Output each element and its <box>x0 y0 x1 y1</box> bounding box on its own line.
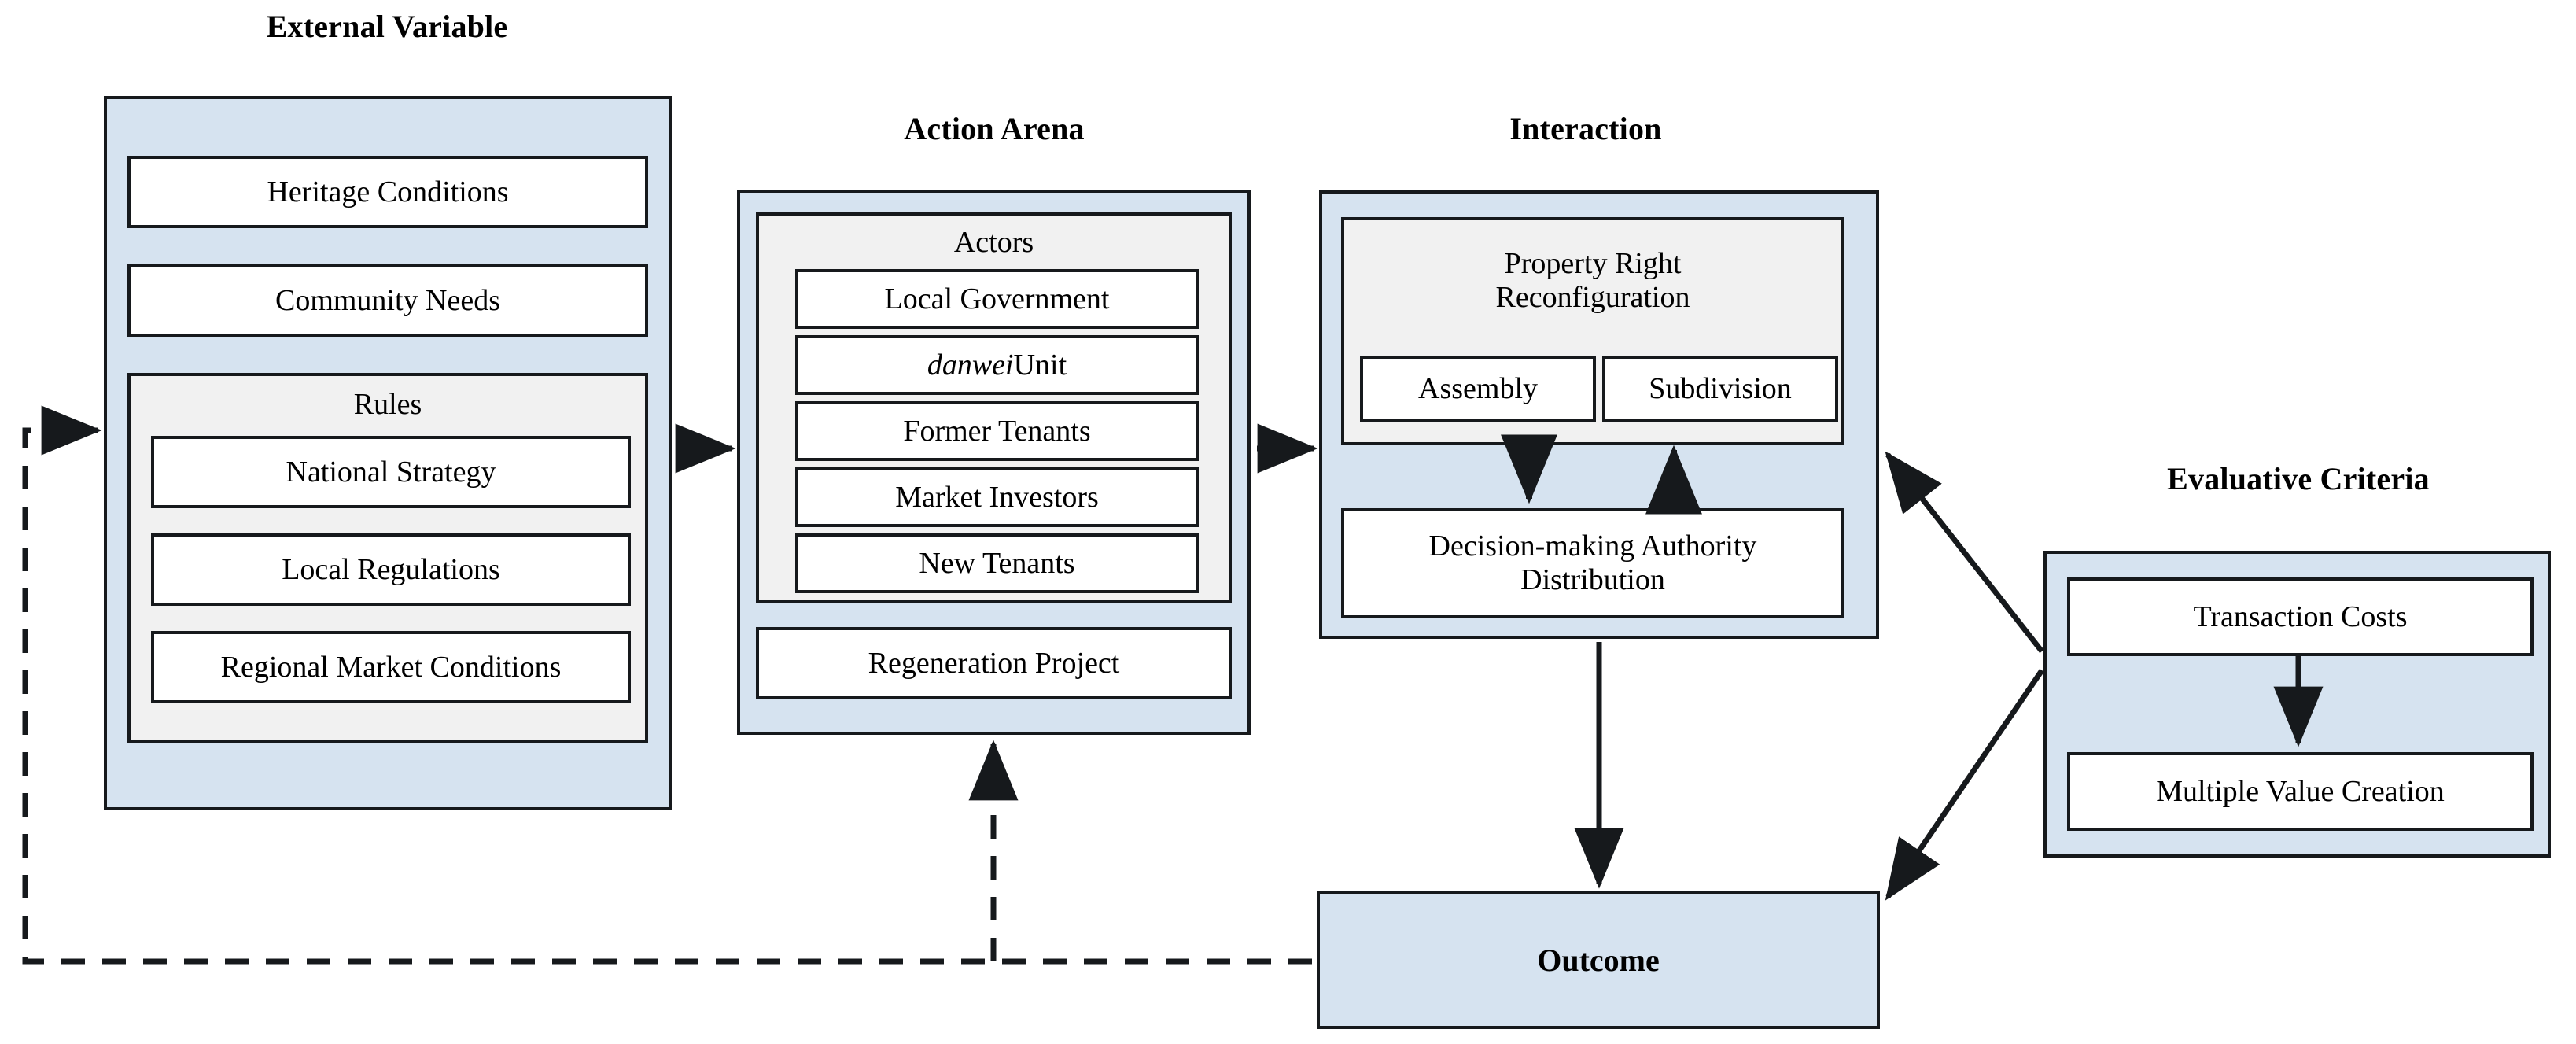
box-heritage-conditions[interactable]: Heritage Conditions <box>127 156 648 228</box>
box-multiple-value-creation[interactable]: Multiple Value Creation <box>2067 752 2534 831</box>
caption-evaluative-criteria: Evaluative Criteria <box>2167 461 2430 496</box>
label-property-right-reconfiguration: Property Right Reconfiguration <box>1344 238 1841 324</box>
label-rules: Rules <box>353 388 422 421</box>
property-right-line2: Reconfiguration <box>1495 281 1690 314</box>
box-transaction-costs[interactable]: Transaction Costs <box>2067 577 2534 656</box>
caption-external-variable: External Variable <box>266 9 508 44</box>
arrow-evaluative-criteria-to-outcome <box>1885 669 2044 901</box>
subpanel-rules[interactable]: Rules National Strategy Local Regulation… <box>127 373 648 743</box>
decision-authority-line1: Decision-making Authority <box>1428 529 1757 563</box>
box-national-strategy[interactable]: National Strategy <box>151 436 631 508</box>
caption-action-arena: Action Arena <box>904 111 1085 146</box>
box-outcome[interactable]: Outcome <box>1317 891 1880 1029</box>
box-assembly[interactable]: Assembly <box>1360 356 1596 422</box>
box-community-needs[interactable]: Community Needs <box>127 264 648 337</box>
panel-action-arena[interactable]: Actors Local Government danwei Unit Form… <box>737 190 1251 735</box>
box-local-regulations[interactable]: Local Regulations <box>151 533 631 606</box>
box-market-investors[interactable]: Market Investors <box>795 467 1199 527</box>
box-local-government[interactable]: Local Government <box>795 269 1199 329</box>
panel-evaluative-criteria[interactable]: Transaction Costs Multiple Value Creatio… <box>2043 551 2551 858</box>
property-right-line1: Property Right <box>1504 246 1682 280</box>
box-new-tenants[interactable]: New Tenants <box>795 533 1199 593</box>
panel-external-variable[interactable]: Heritage Conditions Community Needs Rule… <box>104 96 672 810</box>
subpanel-property-right-reconfiguration[interactable]: Property Right Reconfiguration Assembly … <box>1341 217 1844 445</box>
box-former-tenants[interactable]: Former Tenants <box>795 401 1199 461</box>
subpanel-actors[interactable]: Actors Local Government danwei Unit Form… <box>756 212 1232 603</box>
box-subdivision[interactable]: Subdivision <box>1602 356 1838 422</box>
box-decision-making-authority-distribution[interactable]: Decision-making Authority Distribution <box>1341 508 1844 618</box>
box-regional-market-conditions[interactable]: Regional Market Conditions <box>151 631 631 703</box>
box-regeneration-project[interactable]: Regeneration Project <box>756 627 1232 699</box>
box-danwei-unit[interactable]: danwei Unit <box>795 335 1199 395</box>
caption-interaction: Interaction <box>1509 111 1662 146</box>
danwei-roman-text: Unit <box>1013 348 1067 382</box>
decision-authority-line2: Distribution <box>1520 563 1665 596</box>
panel-interaction[interactable]: Property Right Reconfiguration Assembly … <box>1319 190 1879 639</box>
label-actors: Actors <box>953 226 1034 259</box>
danwei-italic-text: danwei <box>927 348 1014 382</box>
arrow-evaluative-criteria-to-interaction <box>1885 451 2044 654</box>
